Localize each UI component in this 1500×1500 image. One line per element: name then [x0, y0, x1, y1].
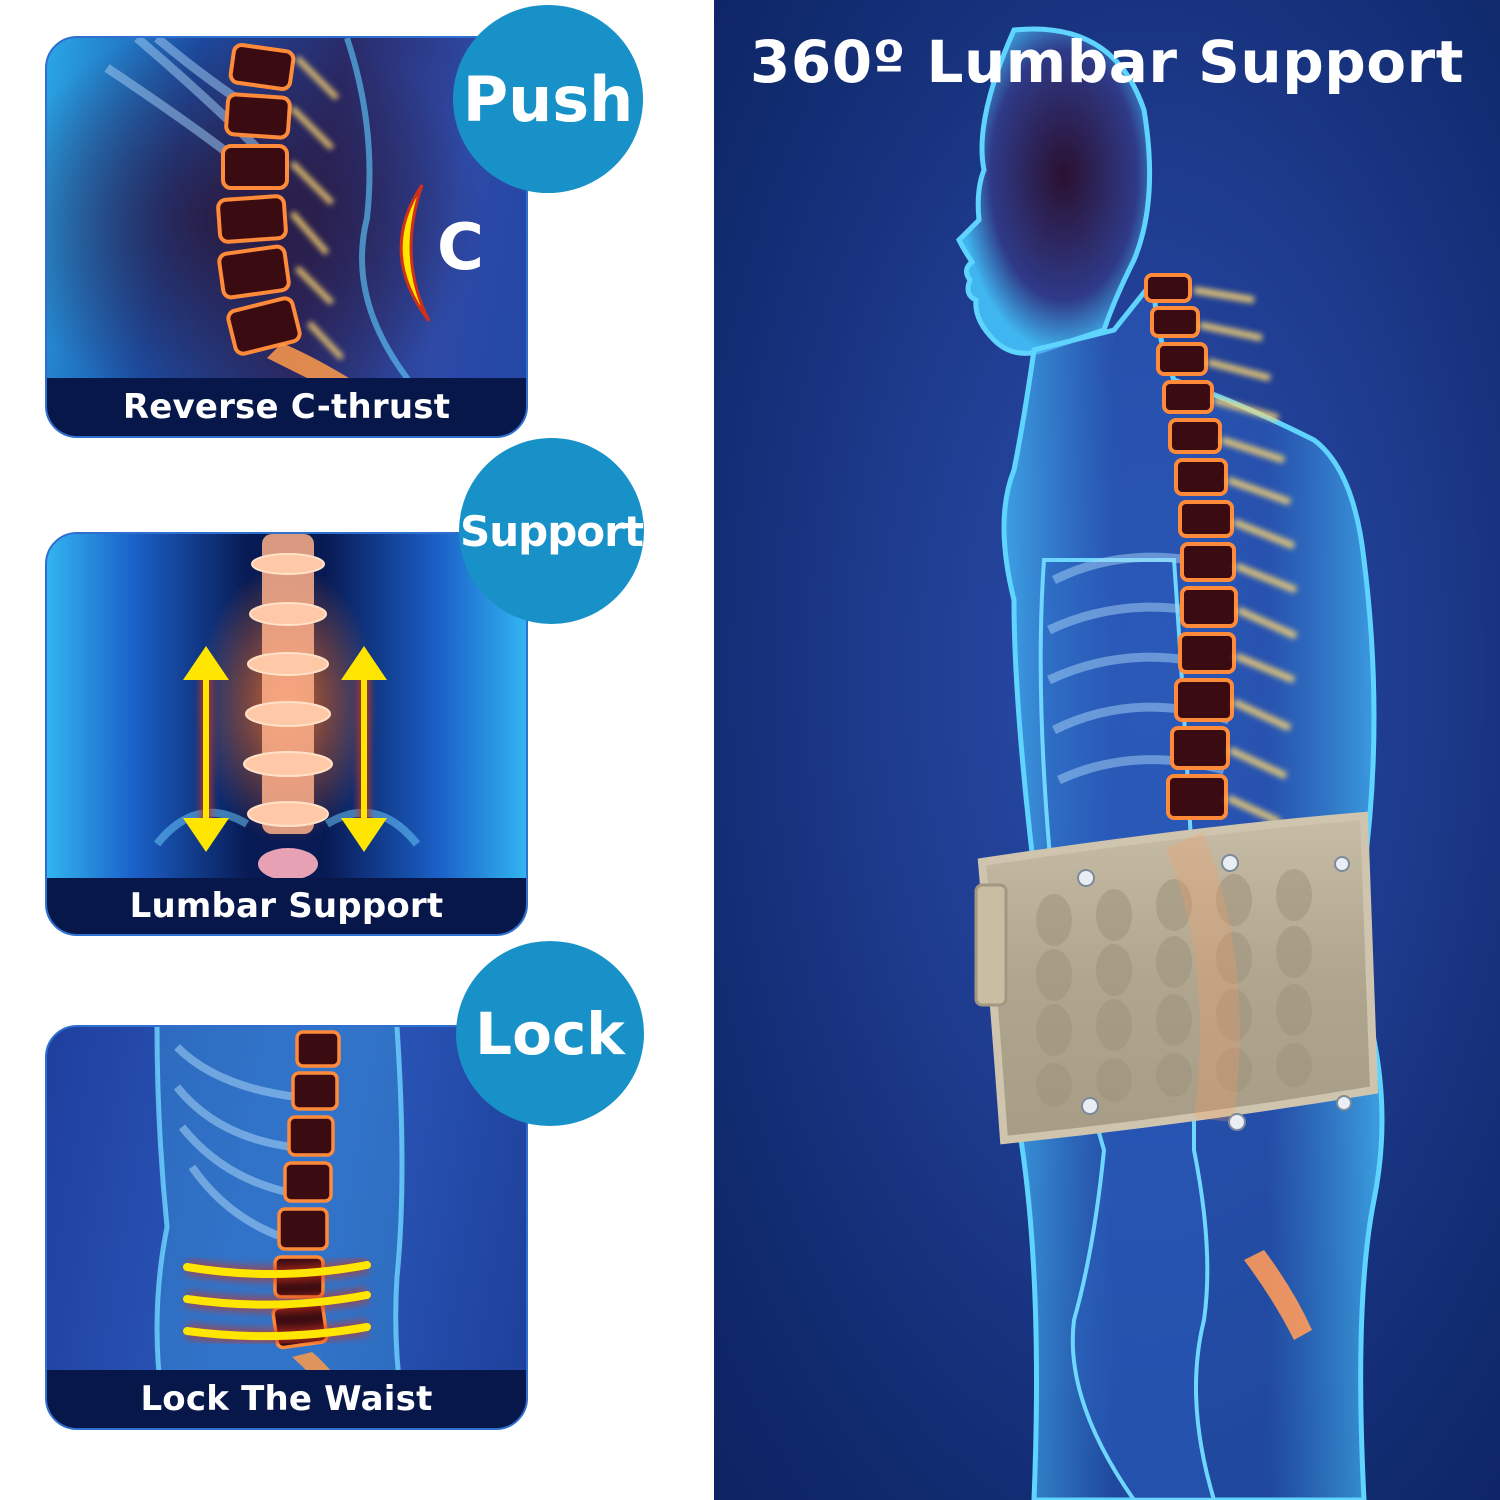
c-glyph: C: [437, 211, 484, 285]
hero-title: 360º Lumbar Support: [750, 28, 1464, 96]
feature-card-lock: Lock The Waist: [45, 1025, 528, 1430]
spine: [1144, 273, 1238, 820]
feature-card-push: C Reverse C-thrust: [45, 36, 528, 438]
hero-panel: 360º Lumbar Support: [714, 0, 1500, 1500]
double-arrow-vertical-icon: [183, 646, 387, 852]
crescent-arc-icon: [399, 184, 431, 322]
feature-caption: Lumbar Support: [47, 878, 526, 934]
spine-side-illustration: [47, 38, 526, 436]
feature-caption: Lock The Waist: [47, 1370, 526, 1428]
human-figure-illustration: [955, 26, 1385, 1500]
feature-caption: Reverse C-thrust: [47, 378, 526, 436]
feature-bubble-support: Support: [459, 438, 644, 624]
lumbar-belt: [974, 811, 1379, 1145]
spine-back-illustration: [153, 534, 421, 924]
compression-bands-icon: [183, 1257, 371, 1345]
feature-bubble-lock: Lock: [456, 941, 644, 1126]
feature-bubble-push: Push: [453, 5, 643, 193]
feature-card-support: Lumbar Support: [45, 532, 528, 936]
head: [955, 26, 1153, 356]
torso-side-illustration: [154, 1027, 409, 1428]
